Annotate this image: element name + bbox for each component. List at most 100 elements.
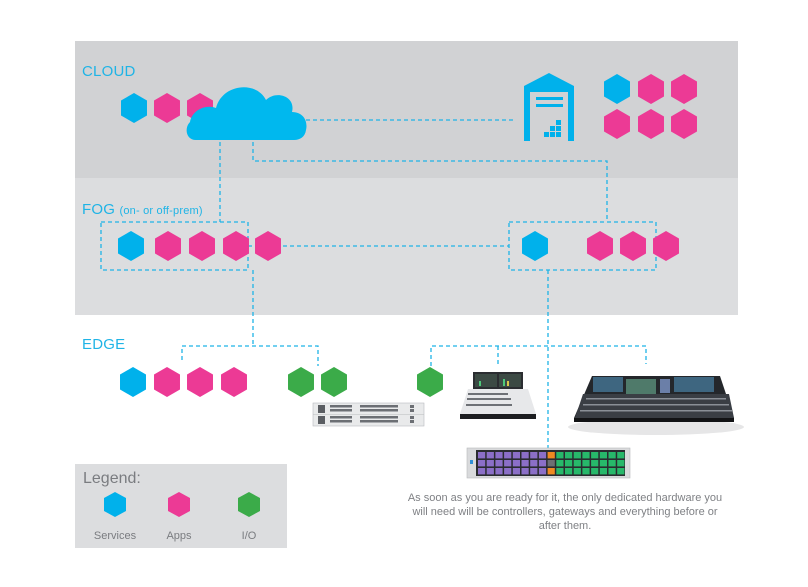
panel-key [582,460,590,467]
cloud-tier-label: CLOUD [82,63,136,80]
panel-key [478,452,486,459]
cloud-to-fog-right-line [252,142,608,222]
legend-services-hexagon-icon [104,492,126,517]
panel-key [495,452,503,459]
panel-key [591,468,599,475]
fog-tier-title: FOG [82,201,116,218]
legend-io-hexagon-icon [238,492,260,517]
fog-right-b-apps-hexagon-icon [620,231,646,261]
edge-left-services-hexagon-icon [120,367,146,397]
edge-tier-label: EDGE [82,336,126,353]
panel-key [573,452,581,459]
mixing-console-small-icon [460,372,536,419]
panel-key [530,468,538,475]
legend: Legend: Services Apps I/O [75,464,287,548]
panel-key [486,468,494,475]
cloud-left-services-hexagon-icon [121,93,147,123]
edge-io-single-io-hexagon-icon [417,367,443,397]
fog-right-a-services-hexagon-icon [522,231,548,261]
panel-key [573,460,581,467]
panel-key [599,468,607,475]
panel-key [617,468,625,475]
mixing-console-large-icon [568,376,744,435]
panel-key [504,468,512,475]
rack-io-device-icon [312,402,425,427]
panel-key [478,460,486,467]
panel-key [521,468,529,475]
cloud-icon [186,87,307,140]
panel-key [547,460,555,467]
fog-tier-sublabel: (on- or off-prem) [119,205,203,217]
panel-key [547,468,555,475]
panel-key [591,452,599,459]
button-panel-controller-icon [466,447,631,479]
panel-key [565,468,573,475]
panel-key [608,460,616,467]
panel-key [538,460,547,467]
panel-key [617,460,625,467]
cloud-datacenter-apps-hexagon-icon [638,74,664,104]
panel-key [538,468,547,475]
panel-key [599,460,607,467]
edge-io-pair-io-hexagon-icon [288,367,314,397]
edge-left-apps-hexagon-icon [187,367,213,397]
legend-apps-hexagon-icon [168,492,190,517]
panel-key [565,452,573,459]
fog-left-apps-hexagon-icon [255,231,281,261]
panel-key [504,460,512,467]
cloud-tier-band [75,41,738,178]
panel-key [478,468,486,475]
warehouse-icon [524,73,574,141]
panel-key [608,468,616,475]
cloud-datacenter-services-hexagon-icon [604,74,630,104]
caption-text: As soon as you are ready for it, the onl… [407,492,723,532]
fog-left-services-hexagon-icon [118,231,144,261]
connection-lines [100,119,657,455]
panel-key [608,452,616,459]
edge-right-branch-line [430,345,647,366]
legend-label-apps: Apps [166,530,192,542]
panel-key [512,460,520,467]
panel-key [486,460,494,467]
legend-title: Legend: [83,470,141,487]
panel-key [521,460,529,467]
fog-left-apps-hexagon-icon [155,231,181,261]
panel-key [582,468,590,475]
cloud-datacenter-apps-hexagon-icon [671,109,697,139]
edge-left-apps-hexagon-icon [154,367,180,397]
panel-key [556,460,564,467]
legend-label-io: I/O [241,530,257,542]
panel-key [582,452,590,459]
fog-right-b-apps-hexagon-icon [653,231,679,261]
panel-key [504,452,512,459]
fog-tier-label: FOG (on- or off-prem) [82,201,203,218]
cloud-datacenter-apps-hexagon-icon [671,74,697,104]
panel-key [530,460,538,467]
panel-key [599,452,607,459]
legend-swatches [104,492,260,517]
panel-key [591,460,599,467]
panel-key [565,460,573,467]
legend-label-services: Services [93,530,137,542]
fog-right-b-apps-hexagon-icon [587,231,613,261]
fog-left-apps-hexagon-icon [189,231,215,261]
cloud-left-apps-hexagon-icon [154,93,180,123]
panel-key [617,452,625,459]
panel-key [495,468,503,475]
panel-key [512,468,520,475]
panel-key [547,452,555,459]
panel-key [512,452,520,459]
panel-key [556,468,564,475]
panel-key [538,452,547,459]
edge-left-branch-line [181,345,319,366]
panel-key [486,452,494,459]
panel-key [495,460,503,467]
edge-left-apps-hexagon-icon [221,367,247,397]
cloud-datacenter-apps-hexagon-icon [638,109,664,139]
hexagon-nodes [118,74,697,397]
panel-key [573,468,581,475]
fog-left-apps-hexagon-icon [223,231,249,261]
panel-key [521,452,529,459]
panel-key [530,452,538,459]
